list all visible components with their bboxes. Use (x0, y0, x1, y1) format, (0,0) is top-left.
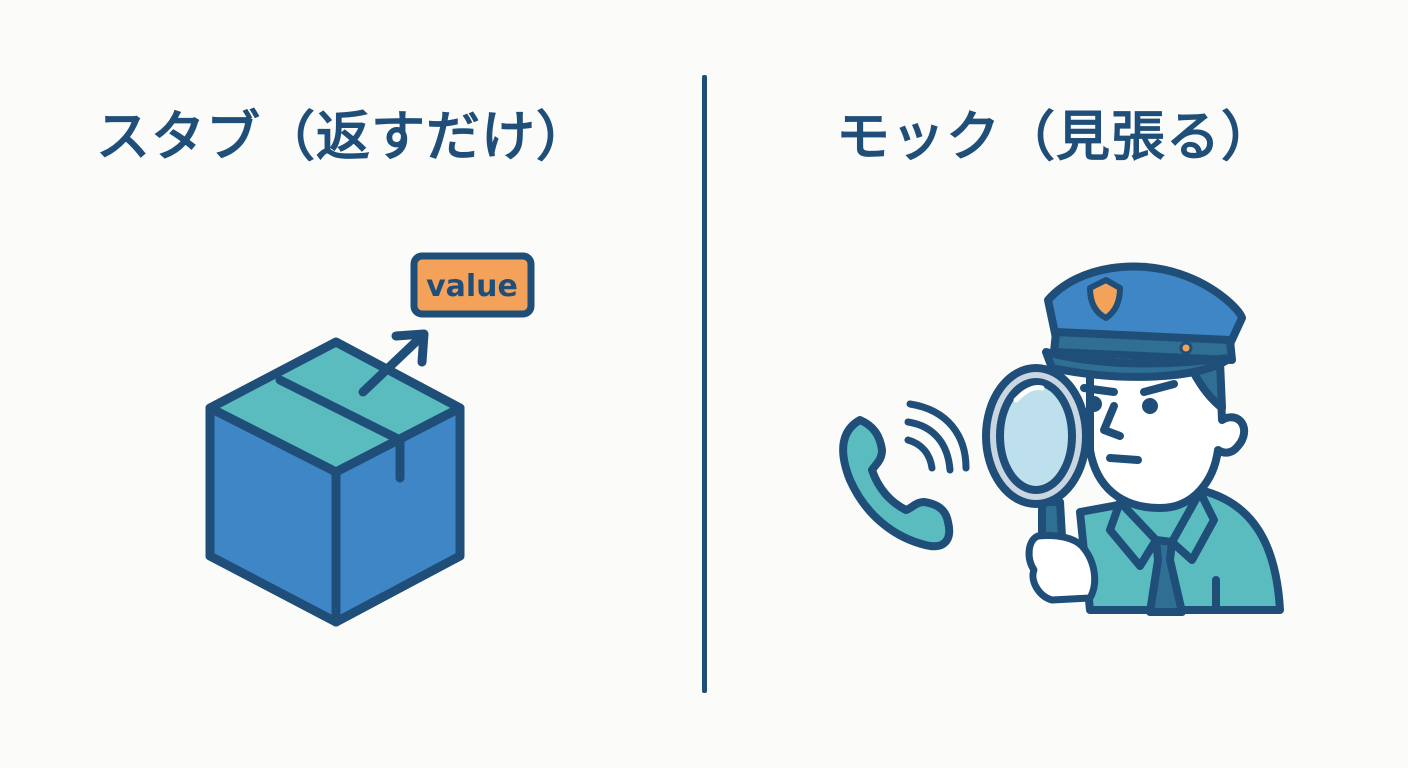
phone-icon (839, 416, 954, 551)
signal-waves-icon (904, 400, 970, 474)
officer (1042, 262, 1284, 616)
center-divider (702, 75, 707, 693)
badge-icon (1087, 277, 1123, 321)
arrow-up-right-icon (358, 329, 429, 397)
hand (1025, 532, 1099, 604)
stub-title: スタブ（返すだけ） (96, 105, 591, 168)
stub-illustration: value (190, 240, 550, 640)
value-tag: value (410, 252, 535, 318)
mock-illustration (820, 240, 1300, 640)
value-tag-label: value (426, 269, 518, 304)
mock-title: モック（見張る） (836, 105, 1276, 168)
box-icon: value (205, 252, 535, 627)
